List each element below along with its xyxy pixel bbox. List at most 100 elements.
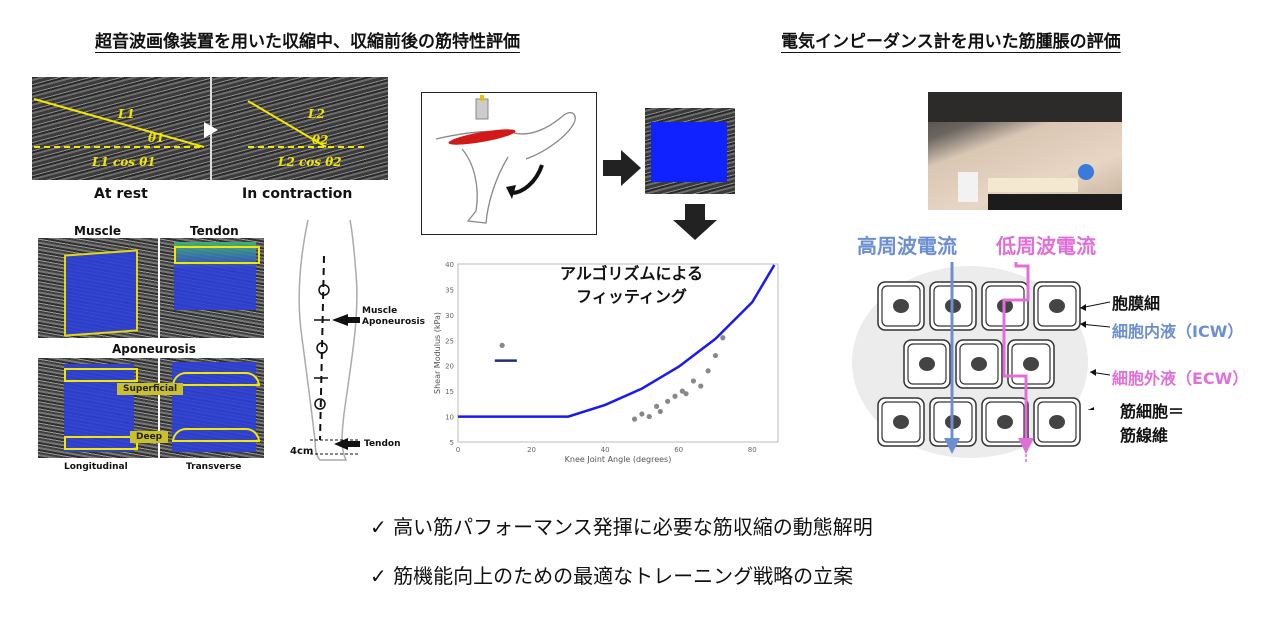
photo-background [928, 92, 1122, 122]
scatter-point [654, 403, 660, 409]
muscle-cell-label: 筋細胞＝ 筋線維 [1120, 402, 1185, 445]
cell-nucleus [1049, 299, 1065, 313]
superficial-roi-trans [172, 372, 260, 386]
scatter-point [665, 398, 671, 404]
l2-label: L2 [308, 107, 325, 121]
y-tick-label: 40 [445, 261, 454, 269]
knee-illustration [435, 95, 576, 224]
scatter-point [679, 388, 685, 394]
x-axis-label: Knee Joint Angle (degrees) [565, 455, 672, 464]
electrode-tape [988, 178, 1078, 192]
shear-wave-color-map [651, 122, 727, 182]
scatter-point [712, 352, 719, 359]
conclusion-2-text: 筋機能向上のための最適なトレーニング戦略の立案 [393, 564, 854, 588]
membrane-label: 胞膜細 [1112, 294, 1161, 313]
electrode-blue [1078, 164, 1094, 180]
y-tick-label: 10 [445, 414, 454, 422]
left-section-title: 超音波画像装置を用いた収縮中、収縮前後の筋特性評価 [95, 32, 520, 52]
theta2-label: θ2 [312, 133, 329, 147]
fit-curve-line [458, 264, 776, 418]
plot-frame [457, 263, 779, 443]
ultrasound-fascicle-image: L1 θ1 L1 cos θ1 L2 θ2 L2 cos θ2 [32, 77, 388, 180]
muscle-label: Muscle [74, 224, 121, 238]
aponeurosis-longitudinal-image [38, 358, 158, 458]
superficial-tag: Superficial [117, 383, 184, 395]
low-frequency-label: 低周波電流 [996, 234, 1096, 258]
high-frequency-arrowhead [944, 438, 960, 454]
aponeurosis-label: Aponeurosis [112, 342, 196, 356]
down-arrow [673, 204, 717, 240]
electrode-clip [958, 172, 978, 202]
conclusion-1: ✓ 高い筋パフォーマンス発揮に必要な筋収縮の動態解明 [370, 515, 873, 539]
cell-nucleus [997, 415, 1013, 429]
l1-label: L1 [118, 107, 135, 121]
right-section-title: 電気インピーダンス計を用いた筋腫脹の評価 [781, 32, 1121, 52]
x-tick-label: 40 [601, 446, 610, 454]
tendon-roi-box [174, 246, 260, 264]
x-tick-label: 20 [527, 446, 536, 454]
y-tick-label: 35 [445, 286, 454, 294]
ecw-label: 細胞外液（ECW） [1112, 369, 1249, 388]
muscle-cell-diagram [852, 262, 1088, 462]
cable-bundle [988, 194, 1122, 210]
theta1-label: θ1 [148, 131, 165, 145]
ultrasound-contraction-image [211, 77, 388, 180]
in-contraction-label: In contraction [242, 186, 353, 202]
y-tick-label: 25 [445, 337, 454, 345]
cell-nucleus [919, 357, 935, 371]
muscle-roi-box [64, 249, 138, 337]
pointer-lines [1079, 301, 1111, 410]
conclusion-1-text: 高い筋パフォーマンス発揮に必要な筋収縮の動態解明 [393, 515, 873, 539]
leg-tendon-label: Tendon [364, 439, 401, 449]
l2cos-label: L2 cos θ2 [278, 155, 342, 169]
scatter-point [683, 391, 689, 397]
superficial-roi-long [64, 368, 138, 382]
four-cm-label: 4cm [290, 446, 314, 457]
x-tick-label: 60 [674, 446, 683, 454]
algorithm-fitting-label: アルゴリズムによる フィッティング [560, 264, 704, 306]
fascicle-overlay [33, 98, 368, 148]
scatter-point [698, 383, 704, 389]
icw-label: 細胞内液（ICW） [1112, 322, 1244, 341]
scatter-point [690, 378, 697, 384]
knee-measurement-box [421, 92, 597, 235]
x-tick-label: 80 [748, 446, 757, 454]
y-tick-label: 5 [450, 439, 454, 447]
y-axis-label: Shear Modulus (kPa) [433, 312, 442, 394]
scatter-point [705, 368, 711, 374]
y-tick-label: 15 [445, 388, 454, 396]
scatter-point [657, 408, 663, 415]
low-frequency-path [1002, 262, 1030, 438]
cell-nucleus [1023, 357, 1039, 371]
deep-roi-long [64, 436, 138, 450]
scatter-point [631, 416, 638, 422]
tendon-color-map [174, 242, 256, 310]
x-tick-label: 0 [456, 446, 460, 454]
aponeurosis-transverse-image [160, 358, 264, 458]
deep-tag: Deep [130, 431, 169, 443]
tendon-label: Tendon [190, 224, 239, 238]
muscle-aponeurosis-label: Muscle Aponeurosis [362, 306, 425, 327]
high-frequency-label: 高周波電流 [857, 234, 957, 258]
low-frequency-arrowhead [1018, 438, 1034, 454]
muscle-elastography-image [38, 238, 158, 338]
tendon-elastography-image [160, 238, 264, 338]
at-rest-label: At rest [94, 186, 148, 202]
cell-nucleus [1049, 415, 1065, 429]
lower-leg-diagram [298, 219, 360, 461]
right-arrow [603, 150, 641, 186]
scatter-point [672, 393, 678, 399]
scatter-point [646, 413, 652, 420]
deep-roi-trans [172, 428, 260, 442]
shear-wave-image [645, 108, 735, 194]
cell-nucleus [893, 415, 909, 429]
l1cos-label: L1 cos θ1 [92, 155, 156, 169]
scatter-point [499, 342, 505, 348]
y-tick-label: 30 [445, 312, 454, 320]
impedance-measurement-photo [928, 92, 1122, 210]
longitudinal-label: Longitudinal [64, 462, 128, 472]
y-tick-label: 20 [445, 363, 454, 371]
scatter-point [639, 411, 645, 417]
cell-nucleus [971, 357, 987, 371]
